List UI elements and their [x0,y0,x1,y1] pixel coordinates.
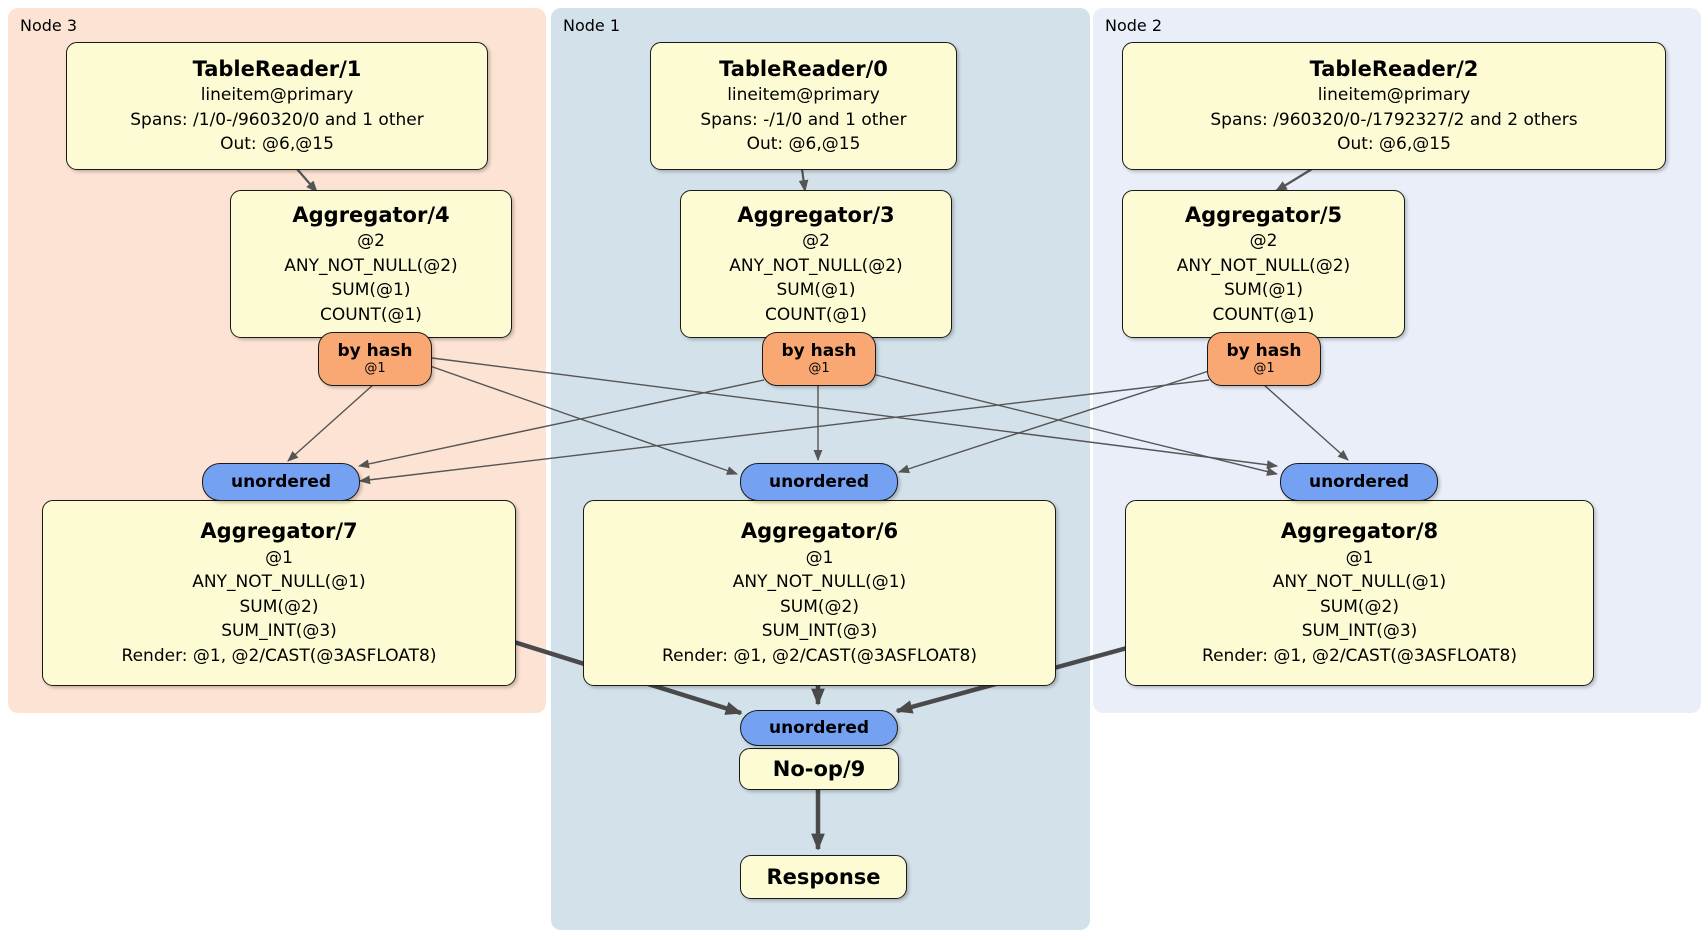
by-hash-router-5: by hash @1 [1207,332,1321,386]
aggregator-6-fn: SUM(@2) [780,596,859,617]
aggregator-5-box: Aggregator/5 @2 ANY_NOT_NULL(@2) SUM(@1)… [1122,190,1405,338]
aggregator-4-fn: COUNT(@1) [320,304,422,325]
table-reader-1-title: TableReader/1 [192,56,362,81]
aggregator-3-fn: COUNT(@1) [765,304,867,325]
aggregator-6-render: Render: @1, @2/CAST(@3ASFLOAT8) [662,646,977,667]
aggregator-8-fn: ANY_NOT_NULL(@1) [1272,572,1447,593]
table-reader-1-box: TableReader/1 lineitem@primary Spans: /1… [66,42,488,170]
aggregator-6-title: Aggregator/6 [740,519,899,544]
table-reader-0-box: TableReader/0 lineitem@primary Spans: -/… [650,42,957,170]
aggregator-3-box: Aggregator/3 @2 ANY_NOT_NULL(@2) SUM(@1)… [680,190,952,338]
by-hash-router-3-key: @1 [808,361,830,377]
aggregator-7-fn: SUM(@2) [239,596,319,617]
node2-region-label: Node 2 [1105,16,1163,35]
unordered-sync-final: unordered [740,710,898,746]
aggregator-8-title: Aggregator/8 [1280,519,1439,544]
unordered-sync-7: unordered [202,463,360,501]
table-reader-0-out: Out: @6,@15 [746,134,861,155]
aggregator-7-fn: SUM_INT(@3) [221,621,337,642]
aggregator-7-fn: ANY_NOT_NULL(@1) [192,572,366,593]
table-reader-1-index: lineitem@primary [200,85,354,106]
table-reader-2-index: lineitem@primary [1317,85,1471,106]
response-title: Response [766,864,881,889]
table-reader-1-spans: Spans: /1/0-/960320/0 and 1 other [130,109,424,130]
aggregator-8-box: Aggregator/8 @1 ANY_NOT_NULL(@1) SUM(@2)… [1125,500,1594,686]
by-hash-router-5-label: by hash [1226,341,1302,361]
aggregator-4-fn: SUM(@1) [331,280,411,301]
unordered-sync-6: unordered [740,463,898,501]
table-reader-2-out: Out: @6,@15 [1337,134,1451,155]
aggregator-7-groupcols: @1 [265,547,293,568]
table-reader-2-title: TableReader/2 [1309,56,1479,81]
aggregator-6-groupcols: @1 [805,547,834,568]
aggregator-7-title: Aggregator/7 [200,519,358,544]
by-hash-router-4-key: @1 [364,361,386,377]
aggregator-6-fn: ANY_NOT_NULL(@1) [732,572,907,593]
table-reader-1-out: Out: @6,@15 [220,134,334,155]
aggregator-5-fn: COUNT(@1) [1212,304,1315,325]
noop-9-title: No-op/9 [772,756,866,781]
aggregator-5-title: Aggregator/5 [1184,202,1343,227]
aggregator-3-fn: ANY_NOT_NULL(@2) [729,255,903,276]
aggregator-4-box: Aggregator/4 @2 ANY_NOT_NULL(@2) SUM(@1)… [230,190,512,338]
aggregator-6-fn: SUM_INT(@3) [761,621,878,642]
by-hash-router-5-key: @1 [1253,361,1275,377]
node1-region-label: Node 1 [563,16,621,35]
unordered-sync-6-label: unordered [768,472,870,492]
by-hash-router-4-label: by hash [337,341,413,361]
node3-region-label: Node 3 [20,16,78,35]
aggregator-6-box: Aggregator/6 @1 ANY_NOT_NULL(@1) SUM(@2)… [583,500,1056,686]
by-hash-router-4: by hash @1 [318,332,432,386]
unordered-sync-final-label: unordered [768,718,870,738]
aggregator-8-fn: SUM_INT(@3) [1301,621,1418,642]
unordered-sync-8: unordered [1280,463,1438,501]
by-hash-router-3-label: by hash [781,341,857,361]
table-reader-0-title: TableReader/0 [719,56,888,81]
aggregator-8-fn: SUM(@2) [1320,596,1399,617]
by-hash-router-3: by hash @1 [762,332,876,386]
aggregator-3-fn: SUM(@1) [776,280,856,301]
aggregator-7-render: Render: @1, @2/CAST(@3ASFLOAT8) [121,646,437,667]
aggregator-3-groupcols: @2 [802,230,830,251]
unordered-sync-8-label: unordered [1308,472,1410,492]
table-reader-0-spans: Spans: -/1/0 and 1 other [700,109,907,130]
table-reader-2-box: TableReader/2 lineitem@primary Spans: /9… [1122,42,1666,170]
noop-9-box: No-op/9 [739,748,899,790]
aggregator-8-render: Render: @1, @2/CAST(@3ASFLOAT8) [1202,646,1517,667]
aggregator-8-groupcols: @1 [1345,547,1374,568]
aggregator-5-fn: ANY_NOT_NULL(@2) [1176,255,1351,276]
table-reader-2-spans: Spans: /960320/0-/1792327/2 and 2 others [1210,109,1578,130]
response-box: Response [740,855,907,899]
aggregator-4-title: Aggregator/4 [292,202,450,227]
aggregator-4-fn: ANY_NOT_NULL(@2) [284,255,458,276]
aggregator-7-box: Aggregator/7 @1 ANY_NOT_NULL(@1) SUM(@2)… [42,500,516,686]
aggregator-3-title: Aggregator/3 [737,202,895,227]
aggregator-5-fn: SUM(@1) [1224,280,1303,301]
aggregator-5-groupcols: @2 [1249,230,1278,251]
aggregator-4-groupcols: @2 [357,230,385,251]
table-reader-0-index: lineitem@primary [727,85,880,106]
unordered-sync-7-label: unordered [230,472,332,492]
